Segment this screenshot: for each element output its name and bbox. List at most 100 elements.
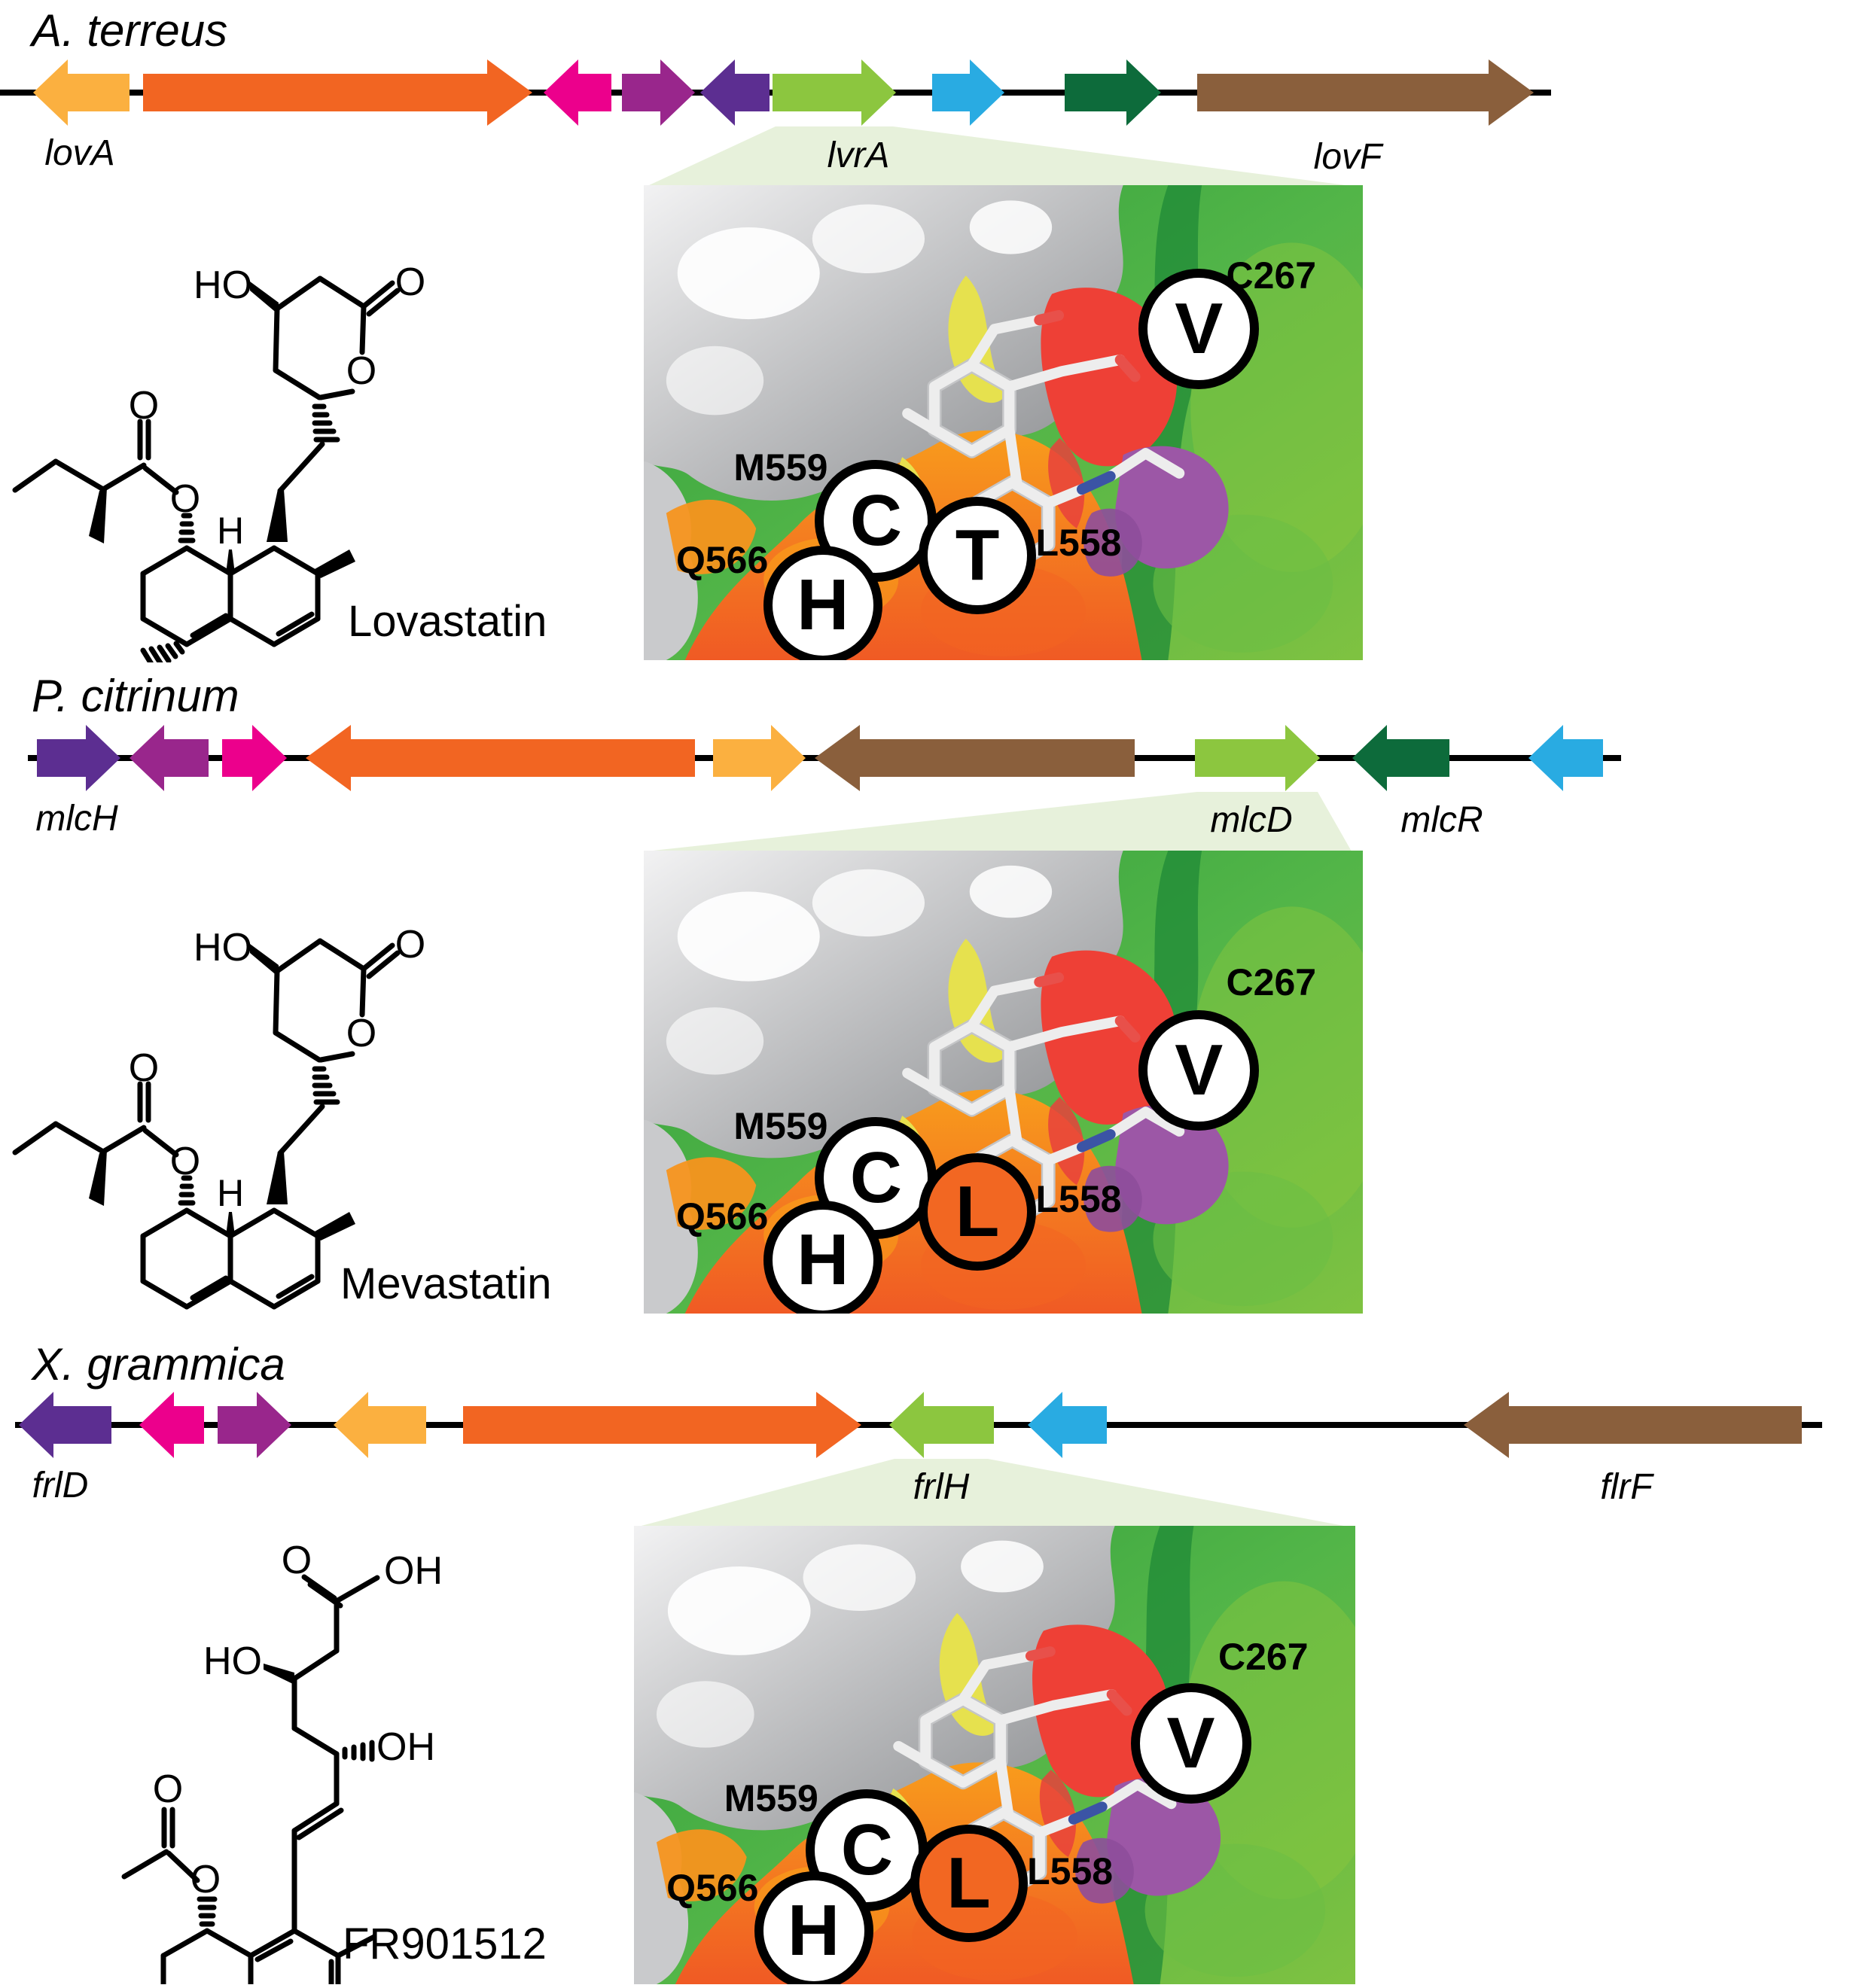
gene-label-frlD: frlD [32,1466,89,1505]
gene-arrow-mlcR [1352,725,1449,791]
gene-arrow [463,1392,861,1458]
atom-label: HO [203,1639,262,1683]
bond [248,1928,297,1959]
gene-arrow [1528,725,1603,791]
bond [184,545,233,577]
gray-shine-4 [961,1540,1044,1593]
gray-shine-2 [812,869,925,937]
bond [335,1934,377,1959]
bond [318,1051,355,1063]
red-patch-2 [1039,1770,1077,1858]
bond [184,1278,233,1310]
ligand-nitrogen [1076,1128,1116,1152]
gray-shine-2 [812,204,925,274]
gene-arrow [130,725,209,791]
atom-label: O [395,260,425,304]
bond [271,1207,321,1239]
bond [204,1928,254,1959]
bond [227,1207,277,1239]
gene-arrow [700,59,770,126]
bond [227,616,277,647]
bond [227,545,277,577]
residue-circle-Q566: H [763,1200,882,1314]
atom-label: O [282,1539,312,1582]
residue-label-Q566: Q566 [675,539,769,582]
wedge-bond [89,488,107,543]
atom-label: O [346,349,376,393]
residue-circle-L558: L [919,1152,1037,1271]
gray-shine-4 [969,200,1053,254]
bond [271,1278,321,1310]
organism-title-3: X. grammica [32,1339,285,1390]
bond [361,280,395,309]
atom-label: HO [194,926,252,970]
wedge-bond [226,550,235,574]
bond [142,1128,179,1158]
compound-label: FR901512 [343,1920,547,1968]
gene-arrow [1065,59,1161,126]
residue-label-M559: M559 [733,1104,828,1147]
bond [317,938,367,972]
gray-shine-2 [803,1544,916,1611]
bond [254,1938,294,1962]
wedge-bond [264,1664,294,1685]
gray-shine-3 [666,346,764,416]
gene-label-lovA: lovA [44,133,115,173]
gene-arrow [218,1392,291,1458]
gene-arrow [815,725,1135,791]
bond [157,644,172,664]
wedge-bond [226,1212,235,1236]
bond [277,441,325,494]
bond [140,1278,190,1310]
gene-arrow-frlD [19,1392,111,1458]
bond [271,616,321,647]
wedge-bond [267,489,288,542]
gene-arrow [1028,1392,1107,1458]
residue-circle-M559: C [806,1789,928,1911]
gene-arrow [544,59,611,126]
bond [140,545,190,577]
bond [100,1125,147,1155]
bond [361,942,395,972]
orange-patch [666,1157,757,1230]
residue-label-L558: L558 [1027,1849,1114,1892]
bond [12,458,59,493]
gene-arrow [334,1392,426,1458]
purple-patch [1115,1104,1229,1225]
atom-label: O [153,1767,183,1811]
bond [317,276,367,309]
residue-label-Q566: Q566 [675,1195,769,1238]
bond [140,616,190,647]
gene-arrow [143,59,532,126]
atom-label: O [170,1140,200,1183]
gene-label-lovF: lovF [1313,137,1382,177]
bond [184,1207,233,1239]
bond [100,462,147,492]
atom-label: OH [376,1725,435,1769]
bond [173,641,185,655]
residue-label-L558: L558 [1035,1178,1122,1221]
bond [190,613,229,638]
bond [318,388,355,400]
gene-label-flrF: flrF [1600,1467,1653,1507]
gene-label-mlcH: mlcH [35,799,118,839]
purple-patch [1107,1777,1221,1896]
bond [301,1574,337,1601]
purple-patch-2 [1083,508,1142,577]
zoom-beam-3 [638,1459,1348,1527]
atom-label: O [170,477,200,521]
atom-label: H [217,1172,244,1214]
wedge-bond [250,282,279,315]
residue-label-M559: M559 [733,446,828,489]
residue-label-Q566: Q566 [666,1867,759,1910]
bond [121,1849,169,1880]
gene-arrow-frlH [889,1392,994,1458]
bond [227,1278,277,1310]
gene-label-mlcD: mlcD [1210,800,1293,840]
zoom-beam-1 [648,126,1352,186]
